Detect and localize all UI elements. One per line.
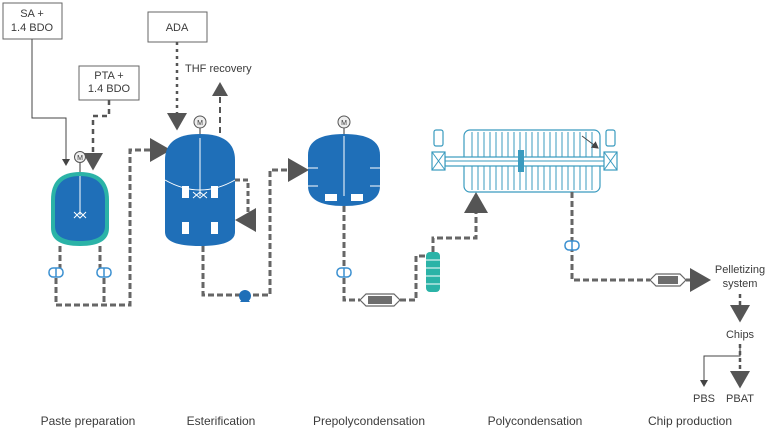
pta-input-label-line1: PTA + [94, 70, 123, 82]
thf-recovery-label: THF recovery [185, 63, 252, 75]
filter-icon [649, 273, 687, 287]
pta-feed-line [83, 100, 111, 171]
ada-input-label: ADA [166, 22, 189, 34]
pbs-label: PBS [693, 393, 715, 405]
valve-icon [564, 240, 580, 251]
chips-to-pbs-line [700, 344, 741, 387]
filter-icon [359, 293, 401, 307]
pelletizing-label-line2: system [723, 278, 758, 290]
svg-text:M: M [77, 155, 83, 162]
exchanger-to-polycondensation-pipe [431, 192, 488, 252]
motor-icon [337, 115, 351, 129]
stage-label-paste-preparation: Paste preparation [41, 414, 136, 428]
valve-icon [96, 267, 112, 278]
polycondensation-reactor [431, 129, 618, 193]
sa-feed-line [31, 39, 70, 166]
pump-icon [239, 290, 251, 302]
stage-label-chip-production: Chip production [648, 414, 732, 428]
motor-icon [193, 115, 207, 129]
ada-input-box: ADA [147, 11, 208, 43]
esterification-transfer-pipe [201, 158, 309, 297]
svg-text:M: M [197, 120, 203, 127]
esterification-recirculation [235, 178, 256, 232]
stage-label-polycondensation: Polycondensation [488, 414, 583, 428]
sa-bdo-input-box: SA + 1.4 BDO [2, 2, 63, 40]
prepolycondensation-reactor: M [308, 115, 380, 206]
motor-icon [605, 129, 616, 147]
stage-label-prepolycondensation: Prepolycondensation [313, 414, 425, 428]
prepoly-outlet-pipe [342, 206, 360, 302]
sa-input-label-line2: 1.4 BDO [11, 22, 54, 34]
agitator-icon [192, 191, 208, 199]
valve-icon [48, 267, 64, 278]
pta-input-label-line2: 1.4 BDO [88, 83, 131, 95]
pbat-label: PBAT [726, 393, 754, 405]
svg-text:M: M [341, 120, 347, 127]
pelletizing-label-line1: Pelletizing [715, 264, 765, 276]
chips-label: Chips [726, 329, 755, 341]
agitator-icon [73, 211, 87, 219]
heat-exchanger-icon [426, 252, 440, 292]
stage-label-esterification: Esterification [187, 414, 256, 428]
vapor-outlet-arrow [581, 135, 599, 149]
motor-icon [74, 151, 86, 163]
filter-to-exchanger-pipe [400, 254, 432, 302]
sa-input-label-line1: SA + [20, 8, 44, 20]
polycondensation-outlet-pipe [570, 192, 650, 282]
motor-icon [433, 129, 444, 147]
pta-bdo-input-box: PTA + 1.4 BDO [78, 65, 140, 101]
valve-icon [336, 267, 352, 278]
esterification-reactor: M [164, 115, 236, 246]
paste-preparation-vessel: M [51, 151, 109, 246]
